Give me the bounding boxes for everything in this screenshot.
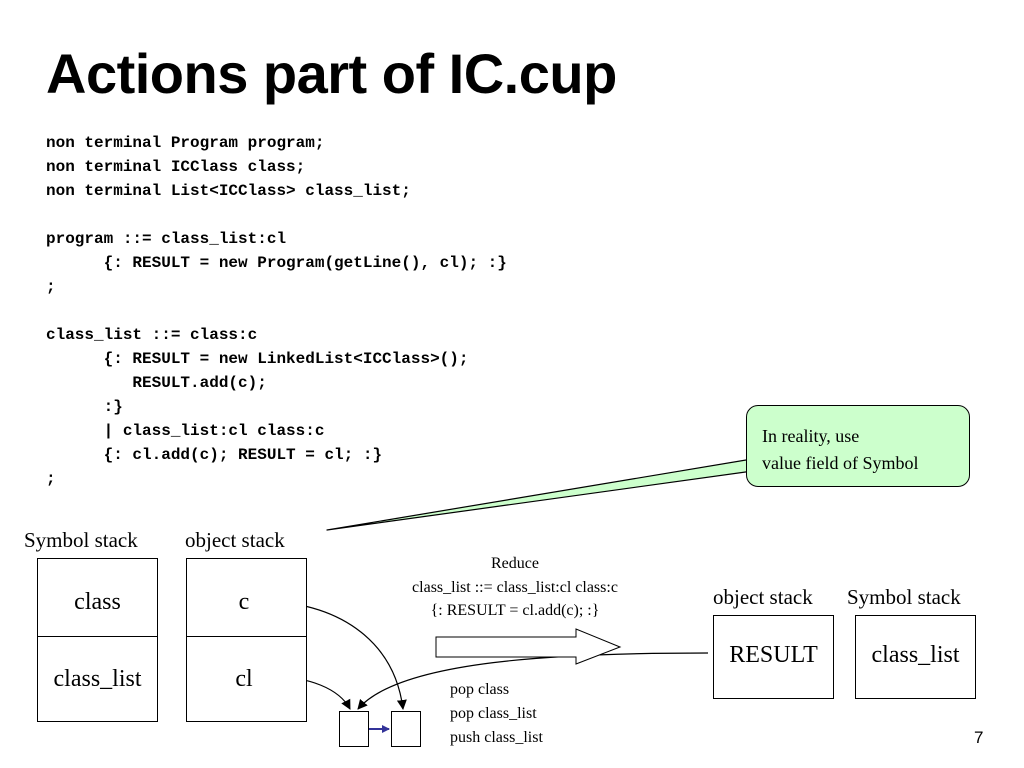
object-stack-after [713,615,834,699]
code-block: non terminal Program program; non termin… [46,131,507,491]
stack-divider [186,636,307,637]
stack-divider [37,636,158,637]
code-line: {: RESULT = new LinkedList<ICClass>(); [46,350,469,368]
object-stack [186,558,307,722]
reduce-label: Reduce [491,555,539,572]
code-line: program ::= class_list:cl [46,230,287,248]
result-cell: RESULT [729,642,818,668]
slide-title: Actions part of IC.cup [46,42,617,105]
symbol-cell-class-list: class_list [53,666,142,692]
symbol-cell-class: class [74,589,121,615]
code-line: {: cl.add(c); RESULT = cl; :} [46,446,383,464]
stack-ops-list: pop class pop class_list push class_list [450,678,543,750]
object-stack-label: object stack [185,528,285,552]
code-line: ; [46,470,56,488]
temp-box-left [339,711,369,747]
class-list-cell: class_list [871,642,960,668]
object-cell-cl: cl [235,666,253,692]
reduce-rule: class_list ::= class_list:cl class:c [412,579,618,596]
note-callout: In reality, use value field of Symbol [746,405,970,487]
code-line: non terminal Program program; [46,134,325,152]
object-stack-label-after: object stack [713,585,813,609]
symbol-stack-label: Symbol stack [24,528,138,552]
arrow-result [357,652,709,710]
callout-pointer [326,457,761,531]
temp-box-right [391,711,421,747]
callout-line: In reality, use [762,426,860,446]
reduce-action: {: RESULT = cl.add(c); :} [430,602,600,619]
symbol-stack [37,558,158,722]
reduce-arrow-icon [435,628,622,665]
op-item: pop class_list [450,705,537,722]
code-line: RESULT.add(c); [46,374,267,392]
code-line: non terminal ICClass class; [46,158,306,176]
op-item: push class_list [450,729,543,746]
callout-line: value field of Symbol [762,453,919,473]
symbol-stack-after [855,615,976,699]
op-item: pop class [450,681,510,698]
code-line: class_list ::= class:c [46,326,258,344]
code-line: {: RESULT = new Program(getLine(), cl); … [46,254,507,272]
code-line: | class_list:cl class:c [46,422,325,440]
code-line: non terminal List<ICClass> class_list; [46,182,411,200]
symbol-stack-label-after: Symbol stack [847,585,961,609]
page-number: 7 [974,728,984,747]
code-line: ; [46,278,56,296]
object-cell-c: c [238,589,250,615]
code-line: :} [46,398,123,416]
